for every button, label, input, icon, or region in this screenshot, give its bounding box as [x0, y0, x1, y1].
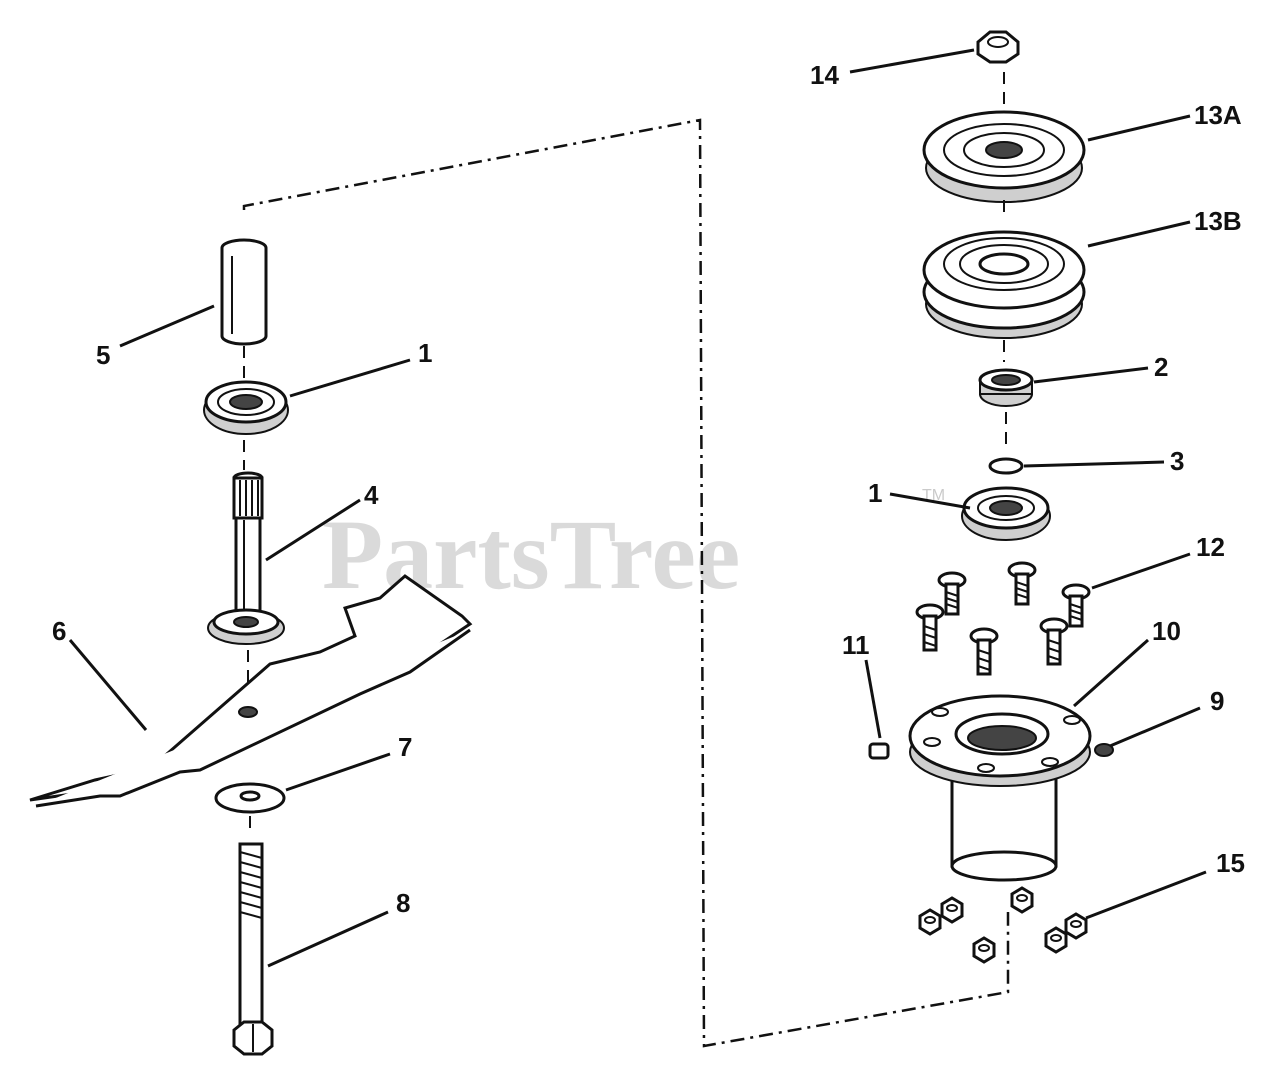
- callout-12: 12: [1196, 532, 1225, 562]
- callout-15: 15: [1216, 848, 1245, 878]
- mower-blade-part-6[interactable]: [29, 574, 473, 808]
- leader-13b: [1087, 220, 1191, 248]
- spacer-tube-part-5[interactable]: [220, 238, 268, 346]
- leader-12: [1091, 552, 1191, 590]
- retaining-ring-part-3[interactable]: [988, 457, 1024, 475]
- bearing-right-part-1[interactable]: [961, 486, 1051, 541]
- callout-3: 3: [1170, 446, 1184, 476]
- leader-3: [1023, 460, 1165, 468]
- spacer-part-2[interactable]: [978, 368, 1034, 407]
- callout-1-left: 1: [418, 338, 432, 368]
- leader-11: [864, 659, 882, 739]
- washer-part-7[interactable]: [214, 782, 286, 814]
- carriage-bolts-part-12[interactable]: [915, 561, 1091, 676]
- leader-1-right: [889, 492, 971, 510]
- spindle-shaft-part-4[interactable]: [207, 471, 285, 645]
- leader-4: [265, 498, 361, 562]
- callout-14: 14: [810, 60, 839, 90]
- callout-6: 6: [52, 616, 66, 646]
- pulley-13a[interactable]: [922, 110, 1086, 203]
- grease-fitting-part-9[interactable]: [1094, 743, 1114, 757]
- leader-9: [1109, 706, 1201, 748]
- leader-6: [68, 639, 148, 731]
- leader-8: [267, 910, 389, 968]
- leader-5: [119, 304, 215, 348]
- flange-nut-part-14[interactable]: [976, 30, 1020, 64]
- callout-9: 9: [1210, 686, 1224, 716]
- callout-2: 2: [1154, 352, 1168, 382]
- callout-7: 7: [398, 732, 412, 762]
- callout-10: 10: [1152, 616, 1181, 646]
- leader-1-left: [289, 358, 411, 398]
- leader-7: [285, 752, 391, 792]
- nuts-part-15[interactable]: [918, 886, 1088, 964]
- callout-13a: 13A: [1194, 100, 1242, 130]
- leader-14: [849, 48, 975, 74]
- callout-1-right: 1: [868, 478, 882, 508]
- callout-4: 4: [364, 480, 379, 510]
- leader-2: [1033, 366, 1149, 384]
- bearing-left-part-1[interactable]: [203, 380, 289, 435]
- leader-13a: [1087, 114, 1191, 142]
- callout-13b: 13B: [1194, 206, 1242, 236]
- leader-15: [1085, 870, 1207, 920]
- leader-10: [1073, 638, 1149, 708]
- callout-8: 8: [396, 888, 410, 918]
- callout-5: 5: [96, 340, 110, 370]
- fitting-part-11[interactable]: [868, 742, 890, 760]
- blade-bolt-part-8[interactable]: [232, 842, 274, 1056]
- callout-11: 11: [842, 630, 870, 660]
- spindle-housing-part-10[interactable]: [908, 694, 1092, 882]
- assembly-connector-line: [242, 118, 1010, 1048]
- pulley-13b[interactable]: [922, 230, 1086, 339]
